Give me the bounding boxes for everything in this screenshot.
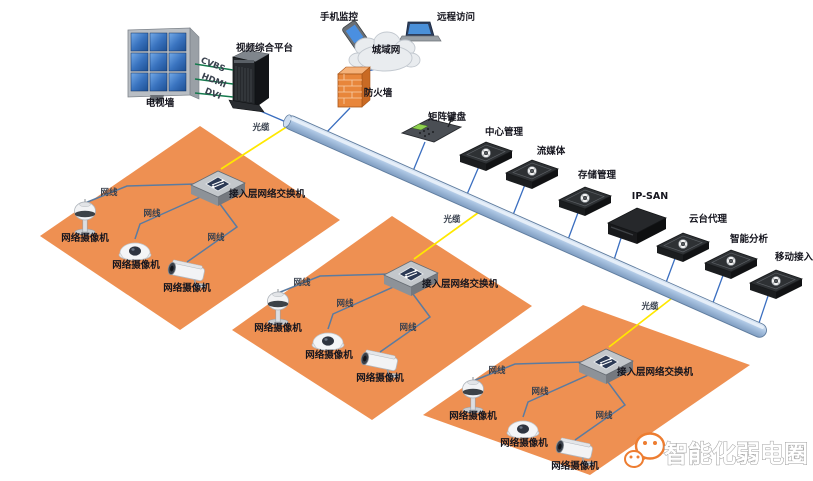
ethernet-lines	[84, 183, 627, 441]
z1-ptz-camera	[74, 198, 96, 236]
zone-2-area	[232, 216, 532, 420]
matrix-keyboard-device	[400, 116, 463, 143]
z3-camera-label-1: 网络摄像机	[449, 410, 497, 422]
z2-cable-ptz	[277, 273, 390, 294]
mobile-access-device	[749, 269, 803, 300]
z1-cable-bullet	[186, 195, 239, 263]
z3-cable-bullet	[574, 373, 627, 441]
remote-access-label: 远程访问	[437, 11, 475, 23]
watermark: 智能化弱电圈	[624, 432, 809, 469]
z2-eth-label-1: 网线	[293, 277, 311, 288]
z2-cable-bullet	[379, 285, 432, 353]
ptz-proxy-device	[656, 232, 710, 263]
fiber-drop-zone1	[220, 125, 289, 170]
tv-wall	[127, 27, 200, 102]
camera-zones	[40, 126, 750, 475]
streaming-media-device	[505, 159, 559, 190]
z1-switch-label: 接入层网络交换机	[229, 188, 306, 200]
z2-camera-label-2: 网络摄像机	[305, 349, 353, 361]
center-management-label: 中心管理	[485, 126, 524, 138]
video-platform-label: 视频综合平台	[236, 42, 294, 54]
ip-san-label: IP-SAN	[632, 191, 668, 202]
rack-pedestal	[228, 99, 265, 113]
video-platform-rack	[228, 49, 270, 113]
z1-cable-dome	[134, 193, 208, 240]
intelligent-analysis-label: 智能分析	[730, 233, 769, 245]
wechat-icon	[624, 432, 666, 468]
fiber-drop-zone3	[608, 294, 677, 348]
storage-management-device	[558, 186, 612, 217]
ip-san-device	[606, 207, 668, 244]
z3-camera-label-3: 网络摄像机	[551, 460, 599, 472]
z3-cable-ptz	[472, 361, 585, 382]
ptz-proxy-label: 云台代理	[689, 213, 728, 225]
z1-eth-label-3: 网线	[207, 232, 225, 243]
z2-camera-label-3: 网络摄像机	[356, 372, 404, 384]
storage-management-label: 存储管理	[577, 169, 617, 181]
firewall-label: 防火墙	[364, 87, 393, 99]
z1-camera-label-2: 网络摄像机	[112, 259, 160, 271]
z3-ptz-camera	[462, 376, 484, 414]
z2-eth-label-2: 网线	[336, 298, 354, 309]
tv-wall-screens	[130, 32, 187, 92]
zone-1-area	[40, 126, 340, 330]
z1-eth-label-2: 网线	[143, 208, 161, 219]
fiber-label-zone2: 光缆	[442, 214, 461, 225]
fiber-drop-zone2	[413, 209, 483, 260]
laptop	[398, 21, 442, 42]
fiber-label-main: 光缆	[251, 122, 270, 133]
cvbs-line	[194, 63, 234, 71]
z1-cable-ptz	[84, 183, 197, 204]
z2-ptz-camera	[267, 288, 289, 326]
z3-camera-label-2: 网络摄像机	[500, 437, 548, 449]
watermark-text: 智能化弱电圈	[664, 440, 808, 468]
fiber-lines	[220, 125, 677, 348]
tv-wall-side	[189, 27, 200, 100]
z1-camera-label-1: 网络摄像机	[61, 232, 109, 244]
tv-wall-label: 电视墙	[146, 97, 175, 109]
z3-eth-label-1: 网线	[488, 365, 506, 376]
zone-3-area	[423, 305, 750, 475]
metro-network-label: 城域网	[372, 44, 401, 56]
z3-eth-label-3: 网线	[595, 410, 613, 421]
hdmi-label: HDMI	[200, 72, 228, 91]
video-signal-lines	[194, 63, 234, 98]
dvi-line	[194, 92, 234, 98]
intelligent-analysis-device	[704, 249, 758, 280]
mobile-access-label: 移动接入	[775, 251, 813, 263]
z1-camera-label-3: 网络摄像机	[163, 282, 211, 294]
center-management-device	[459, 141, 513, 172]
z3-switch-label: 接入层网络交换机	[617, 366, 694, 378]
tv-wall-stand	[150, 95, 164, 102]
z1-eth-label-1: 网线	[100, 187, 118, 198]
matrix-keyboard-label: 矩阵键盘	[427, 111, 467, 123]
phone-monitor-label: 手机监控	[320, 11, 359, 23]
streaming-media-label: 流媒体	[537, 145, 566, 157]
z3-cable-dome	[522, 371, 596, 418]
z2-cable-dome	[327, 283, 401, 330]
z2-switch-label: 接入层网络交换机	[422, 278, 499, 290]
fiber-label-zone3: 光缆	[640, 301, 659, 312]
firewall-device	[337, 66, 371, 108]
z2-camera-label-1: 网络摄像机	[254, 322, 302, 334]
z2-eth-label-3: 网线	[399, 322, 417, 333]
z3-eth-label-2: 网线	[531, 386, 549, 397]
hdmi-line	[194, 78, 234, 85]
metro-cloud	[348, 31, 421, 72]
backbone-trunk	[282, 114, 767, 338]
